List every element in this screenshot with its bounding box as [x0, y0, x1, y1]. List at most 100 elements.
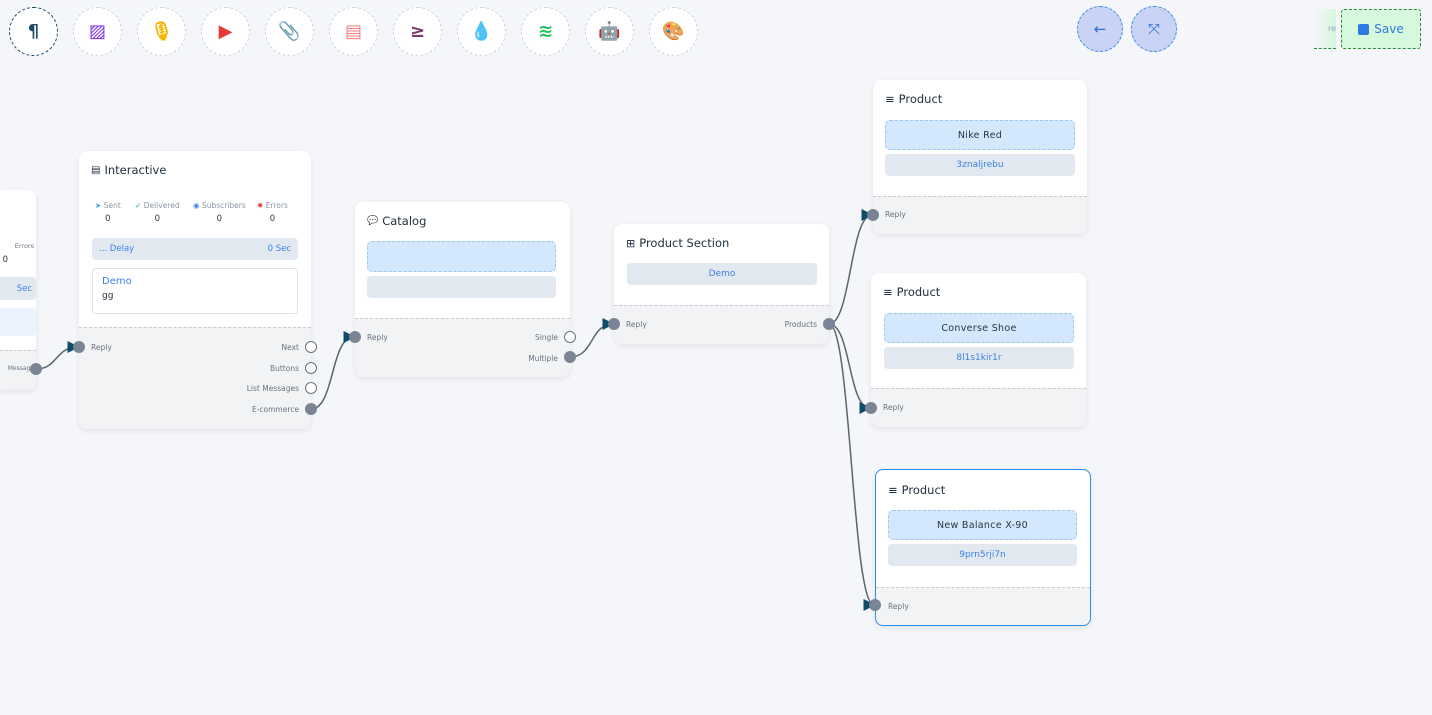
product-name: New Balance X-90 — [936, 519, 1028, 531]
stat-label: Subscribers — [201, 201, 246, 210]
paper-plane-icon: ➤ — [95, 201, 102, 210]
save-label: Save — [1374, 22, 1404, 36]
stat-delivered: ✓ Delivered 0 — [135, 201, 180, 224]
stat-label: Delivered — [143, 201, 180, 210]
input-handle-reply[interactable] — [865, 402, 877, 414]
product-name: Nike Red — [957, 129, 1003, 141]
node-title: ▤Interactive — [91, 163, 166, 177]
product-name-box[interactable]: Converse Shoe — [884, 313, 1074, 343]
output-label: Single — [534, 333, 558, 342]
product-node[interactable]: ≡Product Nike Red 3znaljrebu Reply — [873, 80, 1087, 234]
title-text: Product — [901, 483, 946, 497]
compress-icon: ⤧ — [1147, 20, 1160, 38]
input-label: Reply — [883, 403, 904, 412]
title-text: Product Section — [639, 236, 730, 250]
input-handle-reply[interactable] — [608, 318, 620, 330]
node-footer: Reply Products — [614, 305, 829, 344]
stack-tool-button[interactable]: ≋ — [521, 7, 570, 56]
product-sku-box: 8l1s1kir1r — [884, 347, 1074, 369]
paragraph-icon: ¶ — [27, 21, 40, 42]
output-handle-single[interactable] — [564, 331, 576, 343]
edge-multiple-to-product-section — [569, 318, 615, 358]
input-label: Reply — [91, 343, 112, 352]
product-name-box[interactable]: Nike Red — [885, 120, 1075, 150]
ghost-button: re — [1314, 9, 1336, 49]
newspaper-icon: ▤ — [91, 164, 101, 176]
output-handle-list-messages[interactable] — [305, 382, 317, 394]
node-footer: Reply Next Buttons List Messages E-comme… — [79, 327, 311, 429]
compress-button[interactable]: ⤧ — [1131, 6, 1177, 52]
input-handle-reply[interactable] — [73, 341, 85, 353]
image-tool-button[interactable]: ▨ — [73, 7, 122, 56]
interactive-tool-button[interactable]: ▤ — [329, 7, 378, 56]
edge-products-to-product-3 — [828, 323, 876, 611]
stat-value: 0 — [154, 214, 160, 224]
floppy-icon — [1358, 23, 1370, 35]
bug-icon: ✸ — [257, 201, 264, 210]
catalog-item-box[interactable] — [367, 241, 556, 272]
input-handle-reply[interactable] — [349, 331, 361, 343]
audio-tool-button[interactable]: 🎙 — [137, 7, 186, 56]
file-tool-button[interactable]: 📎 — [265, 7, 314, 56]
product-name-box[interactable]: New Balance X-90 — [888, 510, 1077, 540]
comment-icon: 💬 — [367, 216, 379, 226]
output-handle-buttons[interactable] — [305, 362, 317, 374]
product-node-selected[interactable]: ≡Product New Balance X-90 9prn5rji7n Rep… — [875, 469, 1091, 626]
paragraph-tool-button[interactable]: ¶ — [9, 7, 58, 56]
check-circle-icon: ✓ — [135, 201, 142, 210]
product-sku: 3znaljrebu — [956, 160, 1004, 170]
partial-node[interactable]: Errors 0 Sec Message — [0, 190, 36, 390]
droplet-tool-button[interactable]: 💧 — [457, 7, 506, 56]
ghost-label: re — [1327, 24, 1336, 33]
bars-icon: ≡ — [883, 285, 893, 299]
save-button[interactable]: Save — [1341, 9, 1421, 49]
product-sku: 8l1s1kir1r — [956, 353, 1002, 363]
image-icon: ▨ — [88, 21, 106, 42]
errors-value: 0 — [2, 255, 8, 265]
catalog-node[interactable]: 💬Catalog Reply Single Multiple — [355, 202, 570, 377]
output-handle-next[interactable] — [305, 341, 317, 353]
title-text: Product — [896, 285, 941, 299]
title-text: Product — [898, 92, 943, 106]
edge-products-to-product-1 — [828, 209, 874, 325]
message-title: Demo — [102, 276, 132, 287]
arrow-left-icon: ← — [1093, 20, 1107, 38]
edge-message-to-interactive — [35, 341, 80, 370]
input-label: Reply — [888, 602, 909, 611]
node-title: ≡Product — [885, 92, 942, 106]
product-section-node[interactable]: ⊞Product Section Demo Reply Products — [614, 224, 829, 344]
output-handle-multiple[interactable] — [564, 351, 576, 363]
stack-icon: ≋ — [537, 21, 554, 42]
node-title: ≡Product — [888, 483, 945, 497]
node-footer: Reply — [871, 388, 1086, 427]
video-tool-button[interactable]: ▶ — [201, 7, 250, 56]
section-name: Demo — [708, 269, 736, 279]
output-handle-products[interactable] — [823, 318, 835, 330]
edge-ecommerce-to-catalog — [310, 331, 356, 410]
input-handle-reply[interactable] — [869, 599, 881, 611]
output-handle-message[interactable] — [30, 363, 42, 375]
bot-tool-button[interactable]: 🤖 — [585, 7, 634, 56]
output-label: Buttons — [269, 364, 299, 373]
input-label: Reply — [367, 333, 388, 342]
title-text: Interactive — [104, 163, 167, 177]
section-name-box[interactable]: Demo — [627, 263, 817, 285]
palette-tool-button[interactable]: 🎨 — [649, 7, 698, 56]
output-handle-ecommerce[interactable] — [305, 403, 317, 415]
input-handle-reply[interactable] — [867, 209, 879, 221]
back-button[interactable]: ← — [1077, 6, 1123, 52]
product-name: Converse Shoe — [941, 322, 1017, 334]
palette-icon: 🎨 — [662, 21, 685, 42]
node-title: ≡Product — [883, 285, 940, 299]
product-node[interactable]: ≡Product Converse Shoe 8l1s1kir1r Reply — [871, 273, 1086, 427]
output-label: Multiple — [528, 354, 558, 363]
stat-label: Sent — [103, 201, 121, 210]
condition-tool-button[interactable]: ≥ — [393, 7, 442, 56]
node-footer: Message — [0, 350, 36, 390]
delay-label: ... Delay — [99, 244, 135, 254]
